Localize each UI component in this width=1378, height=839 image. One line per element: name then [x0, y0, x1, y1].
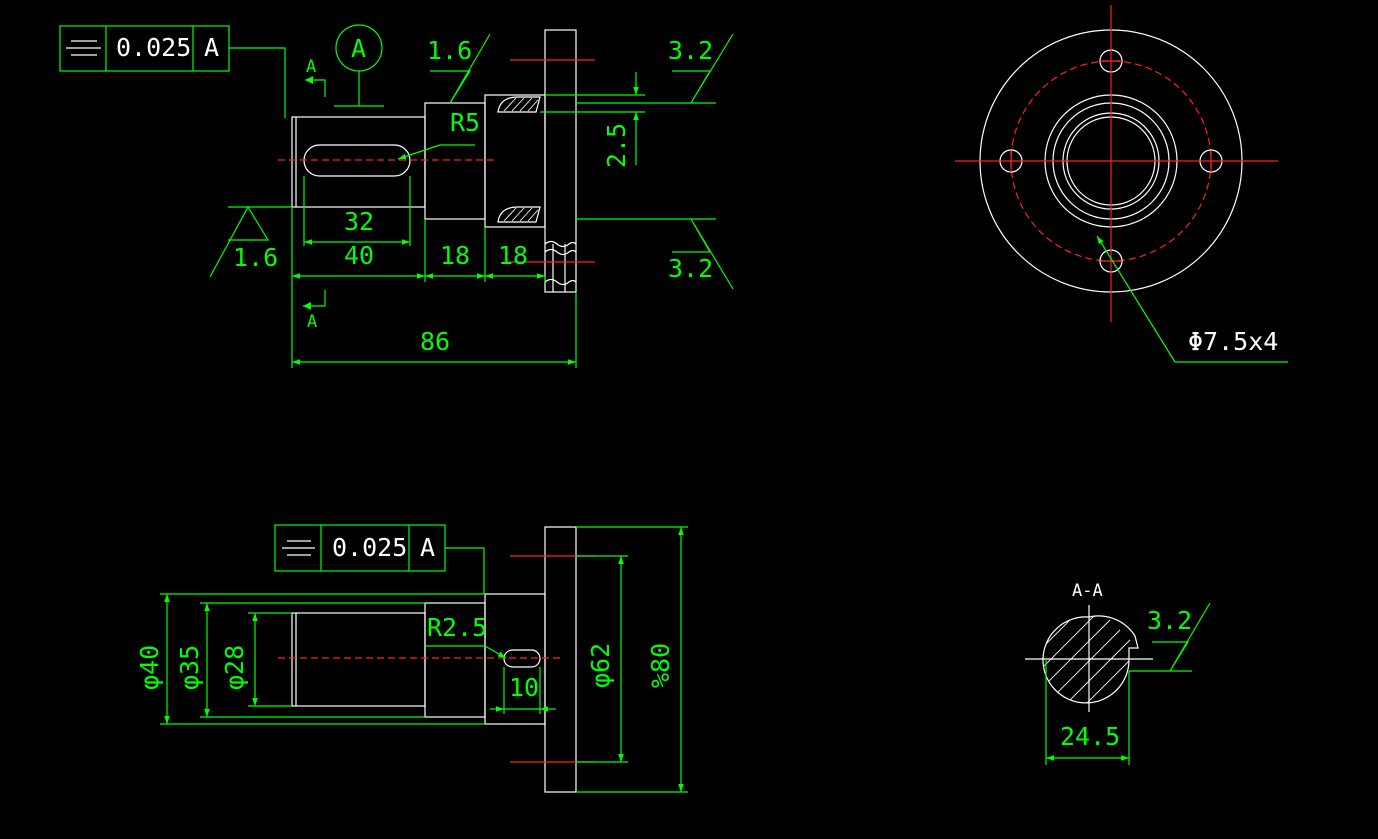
svg-text:3.2: 3.2 [668, 254, 713, 283]
shaft-outline [291, 29, 577, 293]
tolerance-datum: A [204, 33, 219, 62]
dim-phi40: φ40 [135, 593, 485, 725]
section-marker-top: A [305, 57, 326, 97]
dim-40: 40 [291, 207, 426, 282]
svg-text:24.5: 24.5 [1060, 722, 1120, 751]
svg-text:1.6: 1.6 [233, 243, 278, 272]
symmetry-icon [282, 540, 315, 556]
radius-leader-r5: R5 [397, 108, 480, 160]
svg-text:A: A [420, 533, 435, 562]
svg-text:3.2: 3.2 [668, 36, 713, 65]
dim-phi80: %80 [576, 526, 688, 793]
dim-phi62: φ62 [576, 555, 628, 763]
radius-leader-r2-5: R2.5 [425, 613, 507, 659]
svg-text:18: 18 [440, 241, 470, 270]
svg-text:φ62: φ62 [586, 643, 615, 688]
roughness-symbol-section: 3.2 [1129, 602, 1211, 672]
section-view: A-A 3.2 24.5 [1025, 581, 1211, 765]
dim-phi35: φ35 [175, 602, 425, 718]
roughness-symbol-top-left: 1.6 [427, 33, 491, 104]
top-view: 0.025 A A A A [59, 24, 734, 368]
hole-callout: Φ7.5x4 [1096, 235, 1288, 363]
svg-text:A: A [351, 34, 366, 63]
symmetry-icon [66, 40, 101, 56]
svg-text:R5: R5 [450, 108, 480, 137]
svg-text:18: 18 [498, 241, 528, 270]
svg-text:86: 86 [420, 327, 450, 356]
dim-86: 86 [291, 282, 577, 368]
tolerance-value: 0.025 [116, 33, 191, 62]
roughness-symbol-bottom-right: 3.2 [576, 218, 734, 290]
dim-phi28: φ28 [220, 612, 292, 707]
svg-text:Φ7.5x4: Φ7.5x4 [1188, 327, 1278, 356]
dim-24-5: 24.5 [1045, 659, 1130, 765]
svg-text:A: A [306, 57, 316, 77]
shaft-outline-bottom [291, 526, 577, 793]
flange-view: Φ7.5x4 [955, 5, 1288, 363]
svg-text:10: 10 [509, 673, 539, 702]
svg-text:40: 40 [344, 241, 374, 270]
svg-text:φ35: φ35 [175, 645, 204, 690]
dim-10: 10 [490, 667, 556, 714]
section-marker-bottom: A [303, 290, 326, 332]
svg-text:32: 32 [344, 207, 374, 236]
svg-text:φ28: φ28 [220, 645, 249, 690]
roughness-symbol-top-right: 3.2 [576, 33, 734, 104]
section-title: A-A [1072, 581, 1103, 601]
svg-text:0.025: 0.025 [332, 533, 407, 562]
svg-text:3.2: 3.2 [1147, 606, 1192, 635]
svg-text:R2.5: R2.5 [427, 613, 487, 642]
dim-18-b: 18 [485, 241, 546, 282]
tolerance-frame-bottom: 0.025 A [274, 524, 485, 594]
dim-2-5: 2.5 [540, 72, 645, 168]
dim-32: 32 [303, 176, 411, 246]
dim-18-a: 18 [425, 227, 486, 282]
tolerance-frame-top: 0.025 A [59, 25, 286, 118]
roughness-symbol-bottom-left: 1.6 [209, 205, 292, 278]
svg-text:φ40: φ40 [135, 645, 164, 690]
svg-text:A: A [307, 312, 317, 332]
svg-text:1.6: 1.6 [427, 36, 472, 65]
svg-text:%80: %80 [646, 643, 675, 688]
datum-bubble: A [334, 24, 384, 107]
bottom-view: 0.025 A R2.5 10 [135, 524, 688, 793]
svg-text:2.5: 2.5 [602, 123, 631, 168]
